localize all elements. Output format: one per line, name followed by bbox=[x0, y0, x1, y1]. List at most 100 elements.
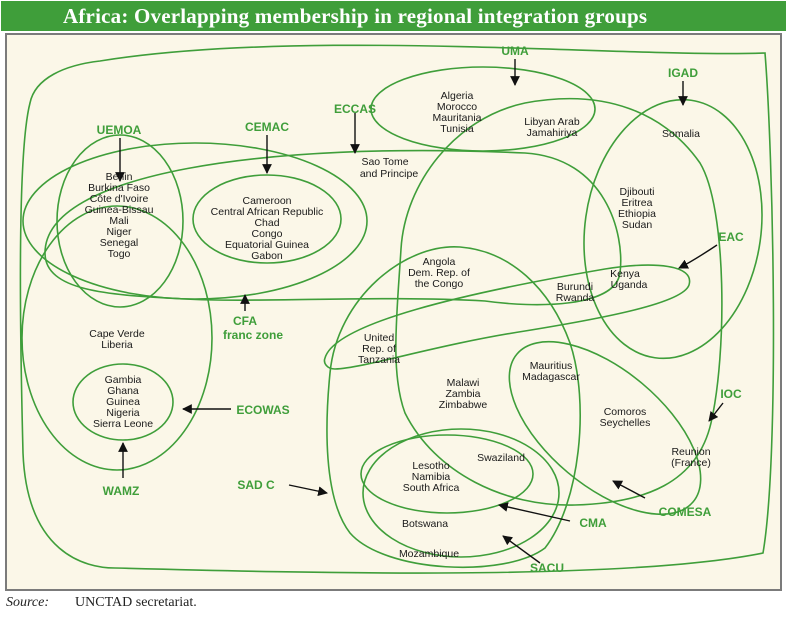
cma-ellipse bbox=[360, 434, 534, 514]
country-label: Comoros bbox=[604, 406, 647, 418]
country-label: Mozambique bbox=[399, 548, 459, 560]
source-note: Source: UNCTAD secretariat. bbox=[6, 595, 197, 611]
sadc-arrow bbox=[288, 484, 328, 496]
country-label: Angola bbox=[423, 256, 456, 268]
country-label: Ethiopia bbox=[618, 208, 656, 220]
country-label: Kenya bbox=[610, 268, 640, 280]
eac-ellipse bbox=[323, 264, 691, 370]
cfa-label: CFA bbox=[233, 314, 257, 328]
country-label: Ghana bbox=[107, 385, 139, 397]
country-label: Togo bbox=[108, 248, 131, 260]
country-label: Burundi bbox=[557, 281, 593, 293]
country-label: Chad bbox=[254, 217, 279, 229]
country-label: Eritrea bbox=[622, 197, 653, 209]
country-label: Mauritania bbox=[432, 112, 481, 124]
cemac-label: CEMAC bbox=[245, 120, 289, 134]
country-label: Congo bbox=[252, 228, 283, 240]
country-label: Niger bbox=[106, 226, 132, 238]
sacu-arrow bbox=[502, 535, 541, 564]
cemac-ellipse bbox=[192, 174, 342, 264]
figure-title: Africa: Overlapping membership in region… bbox=[1, 1, 786, 31]
country-label: Djibouti bbox=[619, 186, 654, 198]
country-label: Madagascar bbox=[522, 371, 580, 383]
country-label: Liberia bbox=[101, 339, 133, 351]
sadc-ellipse bbox=[326, 246, 581, 568]
country-label: the Congo bbox=[415, 278, 464, 290]
country-label: Swaziland bbox=[477, 452, 525, 464]
country-label: Namibia bbox=[412, 471, 451, 483]
country-label: Jamahiriya bbox=[527, 127, 578, 139]
country-label: Sierra Leone bbox=[93, 418, 153, 430]
country-label: Guinea bbox=[106, 396, 140, 408]
diagram-panel bbox=[5, 33, 782, 591]
country-label: South Africa bbox=[403, 482, 460, 494]
country-label: Morocco bbox=[437, 101, 477, 113]
comesa-ellipse bbox=[395, 97, 723, 506]
country-label: Senegal bbox=[100, 237, 139, 249]
uma-label: UMA bbox=[501, 44, 529, 58]
country-label: Equatorial Guinea bbox=[225, 239, 309, 251]
country-label: Sao Tome bbox=[361, 156, 408, 168]
membership-diagram: UMA IGAD ECCAS UEMOA CEMAC EAC CFA franc… bbox=[19, 44, 775, 575]
country-label: Benin bbox=[106, 171, 133, 183]
wamz-ellipse bbox=[72, 363, 174, 441]
country-label: Botswana bbox=[402, 518, 448, 530]
country-label: (France) bbox=[671, 457, 711, 469]
country-label: Somalia bbox=[662, 128, 700, 140]
country-label: Cameroon bbox=[242, 195, 291, 207]
country-label: Burkina Faso bbox=[88, 182, 150, 194]
country-label: Sudan bbox=[622, 219, 653, 231]
country-label: Lesotho bbox=[412, 460, 450, 472]
sacu-ellipse bbox=[362, 428, 560, 558]
uemoa-ellipse bbox=[56, 134, 184, 308]
country-label: Algeria bbox=[441, 90, 474, 102]
uemoa-label: UEMOA bbox=[97, 123, 142, 137]
country-label: Libyan Arab bbox=[524, 116, 580, 128]
wamz-label: WAMZ bbox=[103, 484, 140, 498]
country-label: United bbox=[364, 332, 395, 344]
country-label: Mali bbox=[109, 215, 128, 227]
ecowas-label: ECOWAS bbox=[236, 403, 289, 417]
country-label: Mauritius bbox=[530, 360, 573, 372]
country-label: Gabon bbox=[251, 250, 283, 262]
country-label: Malawi bbox=[447, 377, 480, 389]
country-label: Zambia bbox=[445, 388, 480, 400]
comesa-label: COMESA bbox=[659, 505, 712, 519]
igad-ellipse bbox=[583, 98, 763, 360]
country-label: Nigeria bbox=[106, 407, 139, 419]
country-label: Seychelles bbox=[600, 417, 651, 429]
country-label: Tunisia bbox=[440, 123, 474, 135]
sacu-label: SACU bbox=[530, 561, 564, 575]
country-label: Côte d'Ivoire bbox=[90, 193, 149, 205]
cma-label: CMA bbox=[579, 516, 607, 530]
country-label: Central African Republic bbox=[211, 206, 324, 218]
ioc-ellipse bbox=[508, 340, 702, 516]
cma-arrow bbox=[498, 502, 571, 522]
country-label: Guinea-Bissau bbox=[85, 204, 154, 216]
country-label: Cape Verde bbox=[89, 328, 145, 340]
ecowas-ellipse bbox=[21, 205, 213, 471]
source-text: UNCTAD secretariat. bbox=[75, 595, 197, 610]
igad-label: IGAD bbox=[668, 66, 698, 80]
eccas-ellipse bbox=[44, 149, 622, 306]
ioc-arrow bbox=[708, 402, 724, 422]
country-label: and Principe bbox=[360, 168, 419, 180]
cfa-franc-zone-label: franc zone bbox=[223, 328, 283, 342]
eac-label: EAC bbox=[718, 230, 744, 244]
country-label: Tanzania bbox=[358, 354, 400, 366]
eac-arrow bbox=[678, 244, 718, 269]
source-label: Source: bbox=[6, 595, 50, 610]
country-label: Rwanda bbox=[556, 292, 595, 304]
ioc-label: IOC bbox=[720, 387, 742, 401]
country-label: Uganda bbox=[611, 279, 648, 291]
sadc-label: SAD C bbox=[237, 478, 275, 492]
country-label: Gambia bbox=[105, 374, 142, 386]
country-label: Rep. of bbox=[362, 343, 396, 355]
country-label: Zimbabwe bbox=[439, 399, 488, 411]
country-label: Dem. Rep. of bbox=[408, 267, 470, 279]
eccas-label: ECCAS bbox=[334, 102, 376, 116]
outer-frame bbox=[19, 44, 775, 574]
country-label: Reunion bbox=[671, 446, 710, 458]
comesa-arrow bbox=[612, 480, 646, 499]
